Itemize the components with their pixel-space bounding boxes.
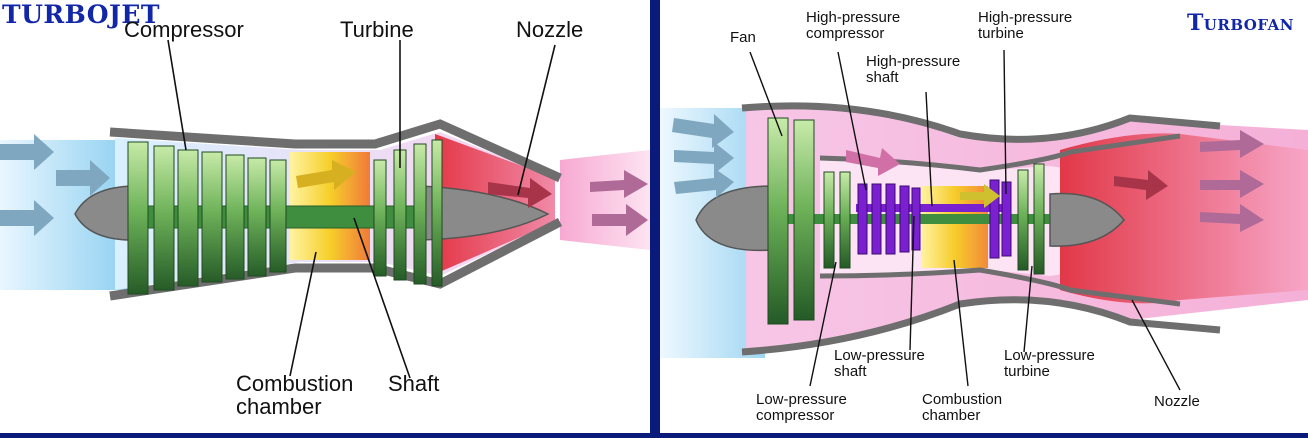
leader-lines xyxy=(749,49,1181,391)
leader-lines xyxy=(167,39,556,379)
lp-turbine-line1: Low-pressure xyxy=(1004,347,1095,364)
turbojet-title: TURBOJET xyxy=(2,0,161,29)
hp-compressor-line2: compressor xyxy=(806,24,885,42)
tail-cone xyxy=(419,185,550,241)
lp-turbine-line2: turbine xyxy=(1004,362,1050,380)
low-pressure-turbine-label: Low-pressure turbine xyxy=(1004,348,1095,380)
panel-divider xyxy=(650,0,660,438)
turbine-label: Turbine xyxy=(340,17,414,42)
low-pressure-turbine-blades xyxy=(1017,163,1045,275)
hp-shaft-line2: shaft xyxy=(866,68,899,86)
exhaust-plume xyxy=(560,150,650,250)
flow-arrows xyxy=(0,134,648,236)
upper-casing xyxy=(109,119,562,183)
compressor-blades xyxy=(127,141,287,295)
flow-arrows xyxy=(672,114,1264,232)
turbojet-panel: TURBOJET Compressor Turbine Nozzle Combu… xyxy=(0,0,650,433)
hp-shaft-line1: High-pressure xyxy=(866,53,961,70)
low-pressure-compressor-blades xyxy=(823,171,851,269)
turbofan-title: Turbofan xyxy=(1186,10,1294,36)
nacelle-lower xyxy=(741,296,1221,356)
compressor-label: Compressor xyxy=(124,17,244,42)
combustion-line2: chamber xyxy=(922,406,981,424)
combustion-label-line2: chamber xyxy=(236,394,322,420)
shaft-label: Shaft xyxy=(388,371,440,396)
nacelle-upper xyxy=(741,102,1221,143)
combustion-chamber-label: Combustion chamber xyxy=(236,372,353,418)
hp-compressor-line1: High-pressure xyxy=(806,9,901,26)
lp-compressor-line1: Low-pressure xyxy=(756,391,847,408)
hp-turbine-line2: turbine xyxy=(978,24,1024,42)
fan-label: Fan xyxy=(730,29,756,46)
turbine-blades xyxy=(373,139,443,287)
fan-blades xyxy=(767,117,815,325)
turbojet-diagram xyxy=(0,39,650,379)
combustion-label-line1: Combustion xyxy=(236,371,354,396)
core-casing-lower xyxy=(819,267,1181,307)
combustion-chamber-label: Combustion chamber xyxy=(922,392,1002,424)
lp-shaft-line2: shaft xyxy=(834,362,867,380)
low-pressure-shaft-label: Low-pressure shaft xyxy=(834,348,925,380)
low-pressure-compressor-label: Low-pressure compressor xyxy=(756,392,847,424)
lp-shaft-line1: Low-pressure xyxy=(834,347,925,364)
turbofan-panel: Turbofan Fan High-pressure compressor Hi… xyxy=(660,0,1308,433)
tail-cone xyxy=(1049,192,1125,247)
high-pressure-compressor-label: High-pressure compressor xyxy=(806,10,900,42)
turbofan-diagram xyxy=(660,49,1308,391)
nozzle-label: Nozzle xyxy=(516,17,584,42)
high-pressure-turbine-label: High-pressure turbine xyxy=(978,10,1072,42)
lp-compressor-line2: compressor xyxy=(756,406,835,424)
high-pressure-shaft-label: High-pressure shaft xyxy=(866,54,960,86)
nozzle-label: Nozzle xyxy=(1154,393,1200,410)
high-pressure-shaft xyxy=(856,204,1006,212)
hp-turbine-line1: High-pressure xyxy=(978,9,1073,26)
combustion-line1: Combustion xyxy=(922,391,1003,408)
high-pressure-compressor-blades xyxy=(857,183,921,255)
